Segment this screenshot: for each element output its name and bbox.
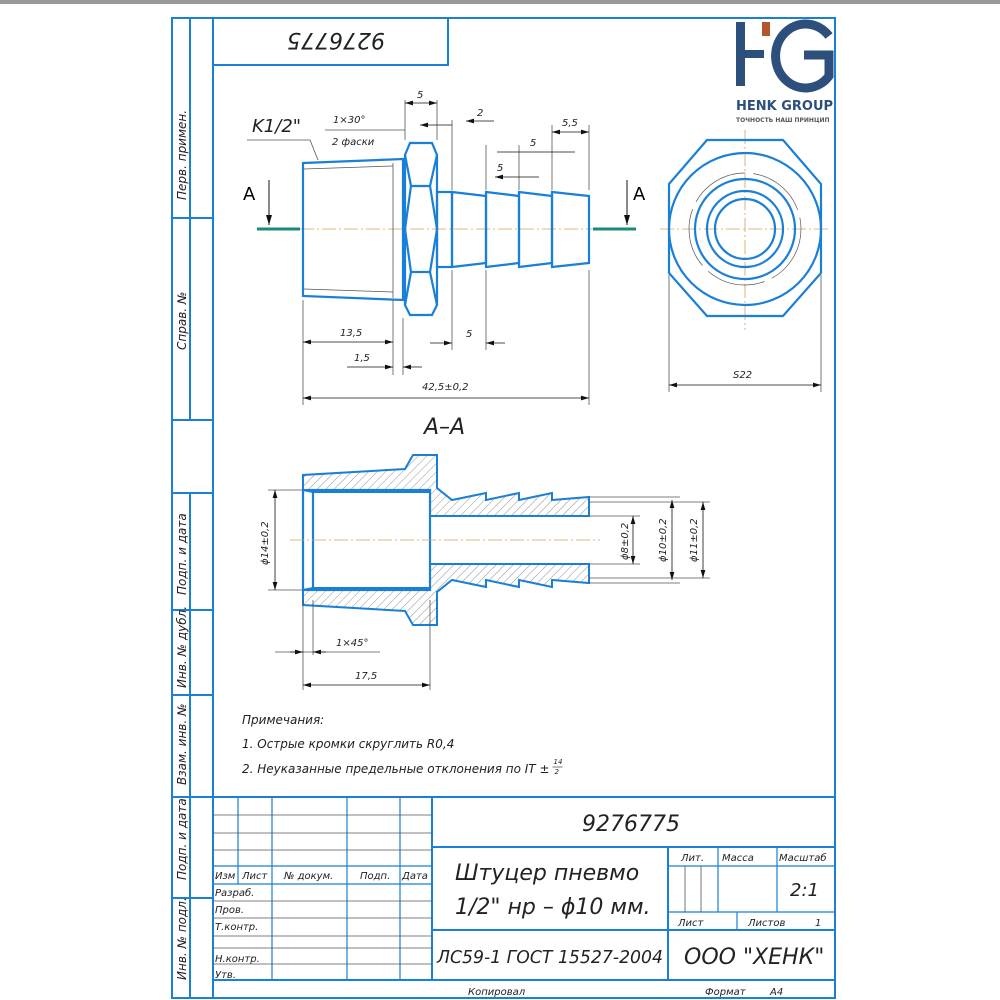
tb-scale-label: Масштаб [779,852,827,864]
thread-label: K1/2" [252,116,301,137]
dimension: 42,5±0,2 [422,382,469,393]
note-item: 2. Неуказанные предельные отклонения по … [242,762,550,776]
tb-name-line1: Штуцер пневмо [455,861,639,886]
section-marker-left: A [243,184,256,205]
dimension: ϕ10±0,2 [658,518,669,562]
side-label: Инв. № дубл. [175,606,189,688]
tb-header: № докум. [283,871,333,882]
tb-role: Утв. [215,970,236,981]
side-label: Перв. примен. [175,110,189,200]
tb-header: Изм [215,871,236,882]
logo-tagline: ТОЧНОСТЬ НАШ ПРИНЦИП [736,117,830,124]
side-view: S22 [660,130,830,392]
tb-material: ЛС59-1 ГОСТ 15527-2004 [436,947,663,968]
chamfer-count-label: 2 фаски [332,137,375,148]
tb-doc-number: 9276775 [582,812,680,837]
tb-header: Лист [241,871,269,882]
dimension: 5 [530,138,536,149]
tb-company: ООО "ХЕНК" [684,945,824,970]
dimension: 1,5 [354,353,370,364]
tb-mass-label: Масса [722,853,754,864]
tb-sheets-label: Листов [747,918,785,929]
dimension: 5 [497,163,503,174]
tb-role: Н.контр. [215,954,260,965]
henk-group-logo: HENK GROUP ТОЧНОСТЬ НАШ ПРИНЦИП [736,19,834,124]
side-label: Подп. и дата [175,798,189,880]
it-fraction: 14 2 [552,758,563,776]
side-label: Взам. инв. № [175,704,189,785]
section-marker-right: A [633,184,646,205]
tb-name-line2: 1/2" нр – ϕ10 мм. [455,895,651,920]
dimension: 2 [477,108,483,119]
dimension: 13,5 [340,328,362,339]
tb-header: Подп. [360,871,390,882]
it-denominator: 2 [555,768,560,776]
tb-role: Пров. [215,905,244,916]
dimension: 5 [417,90,423,101]
tb-role: Разраб. [215,887,254,899]
tb-header: Дата [401,871,428,882]
title-block: Изм Лист № докум. Подп. Дата Разраб. Про… [212,796,836,981]
tb-sheets: 1 [815,918,821,929]
tb-sheet-label: Лист [677,918,705,929]
s-size-label: S22 [733,370,752,381]
section-view: ϕ14±0,2 ϕ8±0,2 ϕ10±0,2 ϕ11±0,2 1×45° 17,… [260,454,710,690]
dimension: 5 [466,329,472,340]
side-label: Инв. № подл. [175,897,189,980]
notes-title: Примечания: [242,713,324,727]
format-value: A4 [769,987,783,998]
note-item: 1. Острые кромки скруглить R0,4 [242,737,454,751]
side-labels: Перв. примен. Справ. № Подп. и дата Инв.… [175,110,189,980]
notes: Примечания: 1. Острые кромки скруглить R… [242,713,563,776]
dimension: 1×45° [336,638,368,649]
it-numerator: 14 [554,758,563,766]
front-view: A A K1/2" 1×30° 2 фаски 5 2 5,5 5 5 13,5… [243,90,646,405]
tb-lit-label: Лит. [680,853,704,864]
tb-role: Т.контр. [215,922,258,933]
section-title: A–A [422,415,465,440]
dimension: 17,5 [355,671,377,682]
dimension: ϕ11±0,2 [689,518,700,562]
dimension: 5,5 [562,118,578,129]
tb-scale: 2:1 [790,880,819,901]
copied-label: Копировал [468,987,526,998]
side-label: Справ. № [175,292,189,350]
dimension: ϕ8±0,2 [620,523,631,560]
chamfer-label: 1×30° [333,115,365,126]
mirrored-doc-number: 9276775 [287,27,385,52]
format-label: Формат [705,987,747,998]
side-label: Подп. и дата [175,513,189,595]
logo-brand: HENK GROUP [736,99,833,114]
dimension: ϕ14±0,2 [260,521,271,565]
